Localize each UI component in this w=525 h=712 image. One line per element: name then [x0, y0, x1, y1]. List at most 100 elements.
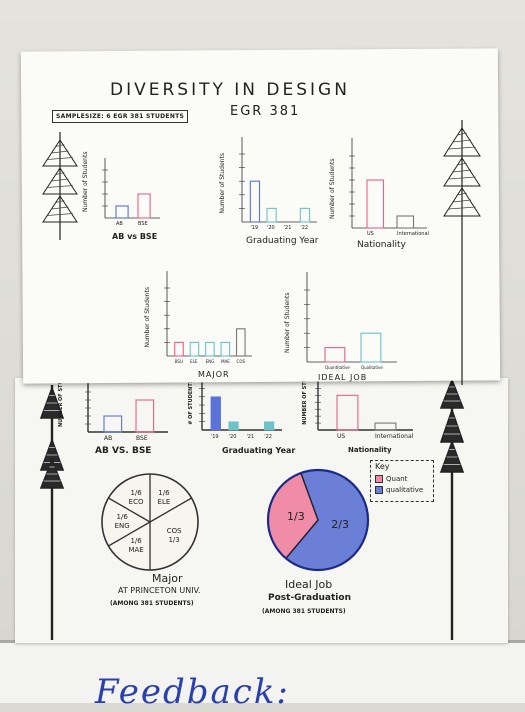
job-pie-chart: 2/31/3 — [266, 468, 370, 572]
tree-hatch — [55, 200, 65, 203]
bottom-nat-caption: Nationality — [348, 446, 392, 454]
key-swatch-qual — [375, 486, 383, 494]
pie-key: Key Quant qualitative — [370, 460, 434, 502]
tree-hatch — [47, 213, 73, 216]
x-tick-label: International — [397, 231, 429, 237]
x-tick-label: AB — [116, 221, 123, 227]
tree-hatch — [51, 178, 69, 182]
pie-slice-label: 1/6 — [117, 513, 129, 521]
y-axis-label: Number of Students — [284, 293, 291, 353]
bar — [299, 207, 311, 223]
tree-hatch — [448, 206, 476, 210]
pie-slice-label: 1/6 — [130, 489, 142, 497]
poster-title: DIVERSITY IN DESIGN — [110, 80, 350, 100]
bar — [366, 179, 385, 229]
x-tick-label: BSU — [175, 359, 183, 364]
bar — [336, 394, 359, 431]
x-tick-label: International — [375, 433, 414, 440]
x-tick-label: AB — [104, 435, 112, 442]
pie-divider — [149, 497, 192, 523]
pie-slice-label: 1/3 — [168, 536, 179, 544]
bar — [137, 193, 151, 219]
x-tick-label: '19 — [211, 434, 219, 440]
pie-slice-label: 2/3 — [331, 518, 349, 531]
pie-slice-label: 1/6 — [158, 489, 170, 497]
bar — [396, 215, 415, 229]
bar — [324, 347, 346, 363]
bar — [249, 180, 261, 223]
pie-divider — [108, 521, 151, 547]
bar — [360, 332, 382, 363]
bar — [174, 341, 184, 357]
tree-hatch — [457, 162, 467, 166]
bottom-chart-ab-bse: AB BSE NUMBER OF STU — [58, 380, 168, 442]
pie-slice-label: MAE — [128, 546, 143, 554]
y-axis-label: NUMBER OF STU — [58, 380, 64, 427]
x-tick-label: '22 — [300, 225, 308, 231]
pie-slice-label: 1/6 — [130, 537, 142, 545]
x-tick-label: '20 — [229, 434, 237, 440]
poster-course: EGR 381 — [230, 104, 301, 119]
key-item-qual: qualitative — [375, 486, 423, 494]
tree-hatch — [47, 157, 73, 160]
pie-outline — [266, 468, 370, 572]
x-tick-label: ENG — [206, 359, 215, 364]
x-tick-label: US — [367, 231, 374, 237]
tree-decoration-bottom — [39, 377, 465, 640]
pie-slice-label: ENG — [115, 522, 130, 530]
sample-size-label: SAMPLESIZE: 6 EGR 381 STUDENTS — [52, 110, 189, 123]
pie-slice-label: ELE — [158, 498, 171, 506]
x-tick-label: BSE — [136, 435, 148, 442]
major-pie-sub1: AT PRINCETON UNIV. — [118, 586, 201, 595]
x-tick-label: '21 — [284, 225, 292, 231]
tree-decoration-top — [42, 120, 481, 385]
pie-slice-label: COS — [167, 527, 182, 535]
y-axis-label: Number of Students — [144, 287, 151, 347]
tree-hatch — [47, 185, 73, 188]
job-pie-caption: Ideal Job — [285, 578, 333, 591]
key-item-quant: Quant — [375, 475, 407, 483]
x-tick-label: BSE — [138, 221, 148, 227]
x-tick-label: Quantitative — [325, 365, 350, 370]
major-pie-sub2: (AMONG 381 STUDENTS) — [110, 600, 194, 607]
key-label-quant: Quant — [386, 475, 408, 483]
bar — [235, 328, 246, 357]
job-pie-sub2: (AMONG 381 STUDENTS) — [262, 608, 346, 615]
bar — [266, 207, 277, 223]
tree-hatch — [448, 176, 476, 180]
bar — [205, 341, 215, 357]
bar — [135, 399, 155, 433]
x-tick-label: '21 — [246, 434, 254, 440]
bar — [103, 415, 123, 433]
bottom-grad-caption: Graduating Year — [222, 446, 296, 455]
x-tick-label: '22 — [264, 434, 272, 440]
y-axis-label: # OF STUDENTS — [188, 379, 194, 425]
bar — [374, 422, 397, 431]
x-tick-label: MAE — [221, 359, 230, 364]
x-tick-label: US — [337, 433, 345, 440]
y-axis-label: Number of Students — [82, 152, 89, 212]
key-title: Key — [375, 462, 390, 471]
tree-hatch — [51, 206, 69, 210]
pie-divider — [108, 497, 151, 523]
tree-hatch — [55, 172, 65, 175]
bar — [220, 341, 231, 357]
x-tick-label: ELE — [190, 359, 198, 364]
tree-hatch — [55, 144, 65, 147]
top-ab-caption: AB vs BSE — [112, 232, 158, 241]
bottom-ab-caption: AB VS. BSE — [95, 446, 152, 456]
x-tick-label: '19 — [250, 225, 258, 231]
poster-bottom — [15, 378, 508, 643]
bar — [228, 421, 239, 431]
tree-hatch — [457, 192, 467, 196]
job-pie-sub1: Post-Graduation — [268, 593, 351, 603]
tree-hatch — [452, 169, 472, 173]
bar — [263, 421, 275, 431]
bar — [189, 341, 200, 357]
top-chart-ab-bse: AB BSE Number of Students — [82, 152, 160, 227]
